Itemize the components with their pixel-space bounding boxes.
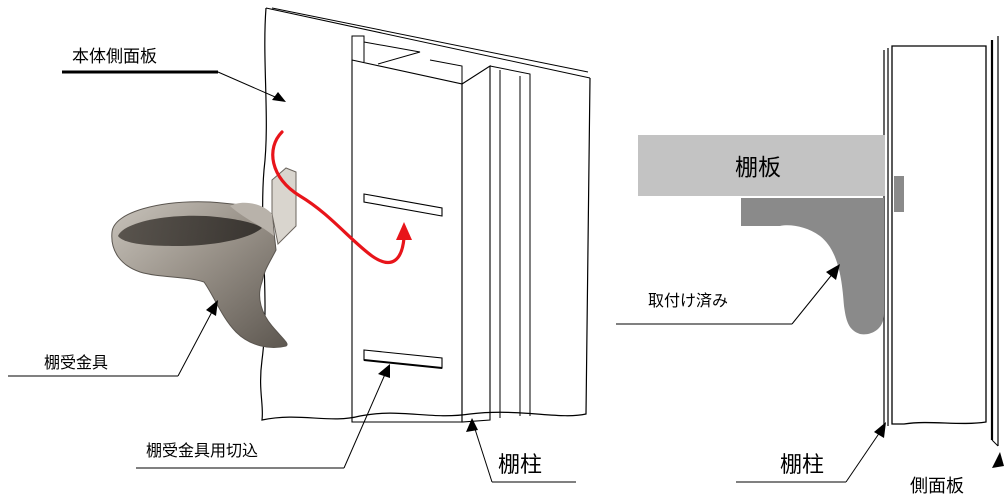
svg-text:棚柱: 棚柱 bbox=[498, 453, 542, 478]
svg-text:側面板: 側面板 bbox=[910, 476, 964, 497]
label-side-panel-body: 本体側面板 bbox=[62, 47, 286, 102]
svg-text:本体側面板: 本体側面板 bbox=[72, 47, 157, 67]
bracket-slot-upper bbox=[363, 193, 443, 217]
side-panel-body bbox=[259, 7, 591, 421]
shelf-board: 棚板 bbox=[638, 135, 885, 196]
svg-text:取付け済み: 取付け済み bbox=[648, 291, 728, 310]
installation-arrow bbox=[271, 130, 412, 264]
svg-text:棚柱: 棚柱 bbox=[780, 453, 824, 478]
label-bracket-slot: 棚受金具用切込 bbox=[136, 364, 390, 469]
label-side-panel: 側面板 bbox=[910, 452, 1004, 497]
label-shelf-post-right: 棚柱 bbox=[736, 422, 886, 483]
bracket-slot-lower bbox=[363, 349, 443, 369]
label-installed: 取付け済み bbox=[616, 264, 840, 325]
side-panel-right bbox=[883, 36, 999, 447]
svg-text:棚受金具: 棚受金具 bbox=[44, 353, 108, 372]
shelf-bracket-photo bbox=[111, 167, 297, 348]
svg-text:棚受金具用切込: 棚受金具用切込 bbox=[146, 441, 258, 460]
shelf-post-left bbox=[351, 35, 531, 423]
label-shelf-post-left: 棚柱 bbox=[466, 418, 576, 483]
installed-bracket bbox=[741, 176, 904, 335]
svg-text:棚板: 棚板 bbox=[735, 155, 781, 181]
label-shelf-bracket: 棚受金具 bbox=[8, 300, 218, 377]
